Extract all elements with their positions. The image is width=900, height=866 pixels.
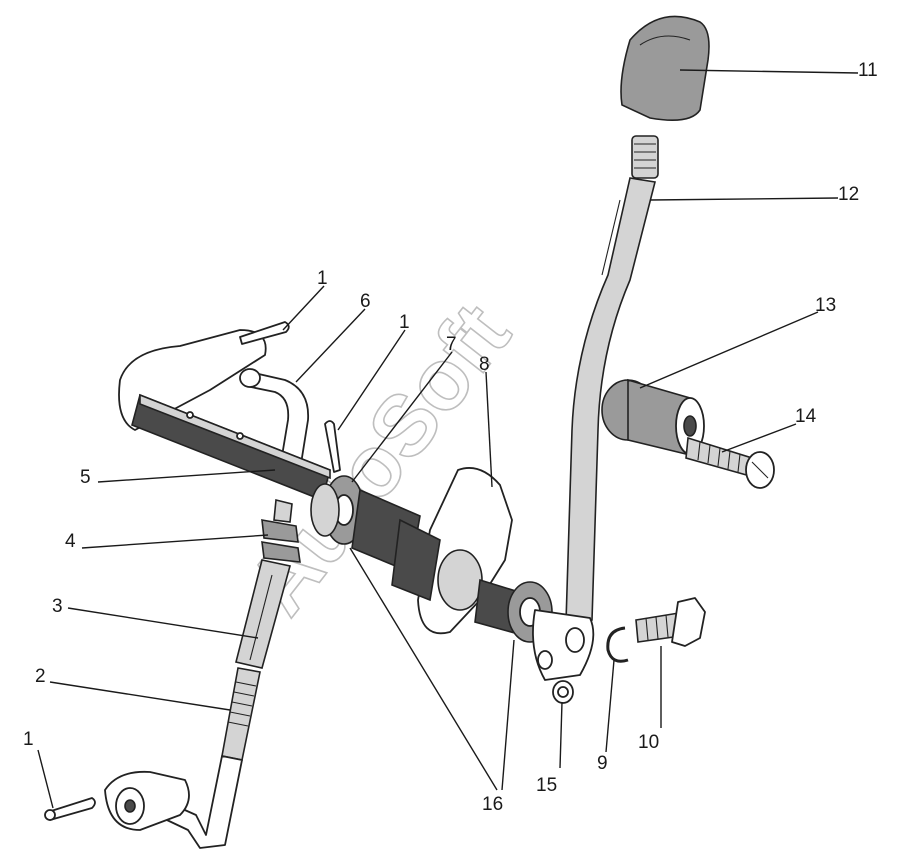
callout-15: 15 [536, 775, 557, 796]
callout-16: 16 [482, 794, 503, 815]
callout-4: 4 [65, 531, 76, 552]
part-3-turnbuckle [235, 559, 291, 669]
callout-1-middle: 1 [399, 312, 410, 333]
callout-1-top: 1 [317, 268, 328, 289]
callout-12: 12 [838, 184, 859, 205]
part-5-shaft [118, 329, 331, 502]
part-11-knob [620, 15, 710, 121]
callout-9: 9 [597, 753, 608, 774]
callout-14: 14 [795, 406, 817, 427]
part-10-hex-bolt [635, 597, 706, 647]
callout-13: 13 [815, 295, 836, 316]
leader-lines [37, 69, 859, 809]
part-8-bracket-plate [391, 467, 513, 635]
part-4-lock-nuts [261, 498, 301, 563]
callout-8: 8 [479, 354, 490, 375]
callout-1-bottom: 1 [23, 729, 34, 750]
lever-boss [532, 609, 595, 681]
callout-2: 2 [35, 666, 46, 687]
part-14-bolt [685, 436, 775, 489]
bottom-clevis [104, 770, 190, 831]
part-1-cotter-pin-top [239, 321, 290, 345]
part-15-ring [552, 680, 574, 704]
part-1-cotter-pin-middle [324, 420, 341, 473]
callout-3: 3 [52, 596, 63, 617]
callout-6: 6 [360, 291, 371, 312]
part-1-cotter-pin-bottom [44, 797, 96, 821]
part-9-circlip [606, 626, 629, 663]
callout-labels: 1 1 1 2 3 4 5 6 7 8 9 10 11 12 13 14 15 … [23, 60, 878, 815]
part-12-lever-rod [565, 135, 659, 623]
callout-5: 5 [80, 467, 91, 488]
callout-10: 10 [638, 732, 659, 753]
callout-11: 11 [858, 60, 878, 81]
callout-7: 7 [446, 334, 457, 355]
part-2-threaded-rod [149, 667, 261, 849]
